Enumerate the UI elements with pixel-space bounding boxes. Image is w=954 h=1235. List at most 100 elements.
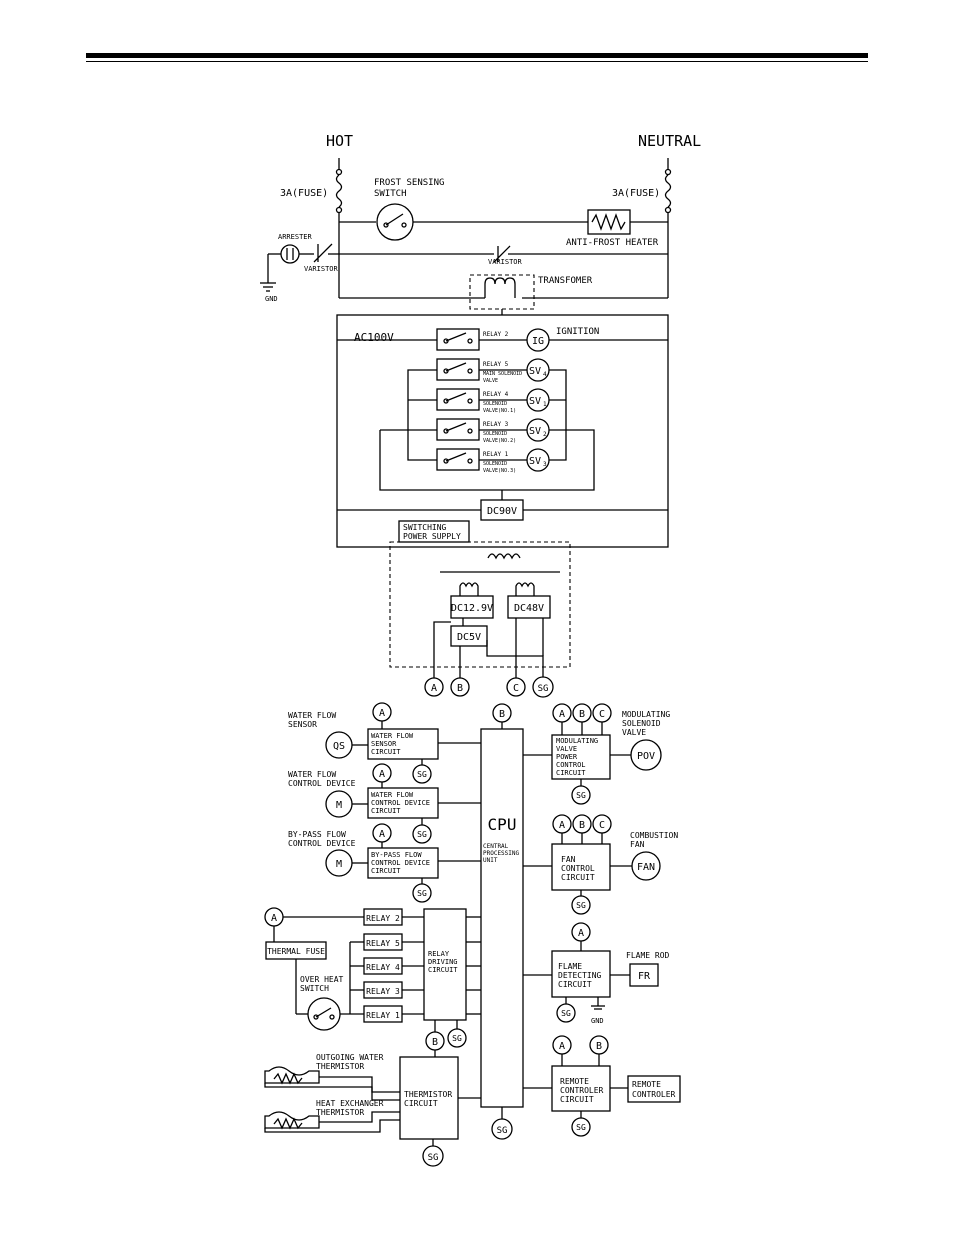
- varistor-left-icon: [313, 243, 333, 263]
- wfs-label-1: WATER FLOW: [288, 711, 336, 720]
- terminal-a-label: A: [431, 683, 437, 694]
- sv4-label-2: VALVE: [483, 378, 498, 384]
- sv4-icon: [526, 358, 550, 382]
- relay-2-label: RELAY 2: [483, 331, 509, 338]
- flame-box-1: FLAME: [558, 962, 582, 971]
- fuse-left-icon: [335, 174, 343, 208]
- sv2-text: SV: [529, 426, 541, 437]
- mod-box-2: VALVE: [556, 745, 577, 753]
- frost-switch-label-1: FROST SENSING: [374, 178, 444, 188]
- remote-a-label: A: [559, 1041, 565, 1052]
- hx-therm-label-1: HEAT EXCHANGER: [316, 1099, 384, 1108]
- wfs-label-2: SENSOR: [288, 720, 317, 729]
- mod-box-1: MODULATING: [556, 737, 598, 745]
- pov-icon: [630, 739, 662, 771]
- qs-label: QS: [333, 741, 345, 752]
- wfc-label-2: CONTROL DEVICE: [288, 779, 356, 788]
- flame-rod-label: FLAME ROD: [626, 951, 670, 960]
- cpu-block: [480, 728, 524, 1108]
- fuse-left-label: 3A(FUSE): [280, 188, 328, 199]
- rdc-3: CIRCUIT: [428, 966, 458, 974]
- terminal-a: [424, 677, 444, 697]
- wfs-box-1: WATER FLOW: [371, 732, 414, 740]
- sv4-text: SV: [529, 366, 541, 377]
- frost-switch-label-2: SWITCH: [374, 189, 407, 199]
- relay-4-label: RELAY 4: [483, 391, 509, 398]
- over-heat-label-2: SWITCH: [300, 984, 329, 993]
- relay-2: [436, 328, 480, 351]
- switching-label-1: SWITCHING: [403, 523, 447, 532]
- header-rule-thin: [86, 61, 868, 62]
- relay-5: [436, 358, 480, 381]
- fr-label: FR: [638, 971, 651, 982]
- ig-label: IG: [532, 336, 544, 347]
- mod-box-5: CIRCUIT: [556, 769, 586, 777]
- fan-c-label: C: [599, 820, 605, 831]
- gnd-label: GND: [265, 295, 278, 303]
- ac100v-label: AC100V: [354, 331, 394, 344]
- wfc-label-1: WATER FLOW: [288, 770, 336, 779]
- pov-label: POV: [637, 751, 655, 762]
- bypass-flow-control-circuit: [367, 847, 439, 879]
- left-relay-5-label: RELAY 5: [366, 939, 400, 948]
- remote-box-2: CONTROLER: [560, 1086, 604, 1095]
- wfc-box-1: WATER FLOW: [371, 791, 414, 799]
- over-heat-label-1: OVER HEAT: [300, 975, 344, 984]
- fan-box-3: CIRCUIT: [561, 873, 595, 882]
- left-relay-4-label: RELAY 4: [366, 963, 400, 972]
- sv2-label-1: SOLENOID: [483, 431, 507, 437]
- mod-box-3: POWER: [556, 753, 578, 761]
- mod-label-2: SOLENOID: [622, 719, 661, 728]
- flame-gnd-label: GND: [591, 1017, 604, 1025]
- cpu-sg-label: SG: [497, 1126, 508, 1136]
- sv1-label-2: VALVE(NO.1): [483, 408, 516, 414]
- relay-a-label: A: [271, 913, 277, 924]
- frost-sensing-switch-icon: [376, 203, 414, 241]
- mod-box-4: CONTROL: [556, 761, 586, 769]
- mod-label-1: MODULATING: [622, 710, 670, 719]
- wfs-a-label: A: [379, 708, 385, 719]
- sv1-sub: 1: [543, 401, 547, 408]
- relay-4: [436, 388, 480, 411]
- remote-box-1: REMOTE: [560, 1077, 589, 1086]
- wfs-sg-label: SG: [417, 770, 427, 779]
- terminal-b: [450, 677, 470, 697]
- bp-label-1: BY-PASS FLOW: [288, 830, 346, 839]
- thermistor-circuit: [399, 1056, 459, 1140]
- dc12-9v-box: [450, 595, 494, 619]
- ignition-label: IGNITION: [556, 327, 599, 337]
- mod-a-label: A: [559, 709, 565, 720]
- flame-detecting-circuit: [551, 950, 611, 998]
- relay-5-label: RELAY 5: [483, 361, 509, 368]
- relay-b-label: B: [432, 1037, 438, 1048]
- arrester-label: ARRESTER: [278, 233, 313, 241]
- mod-b-label: B: [579, 709, 585, 720]
- bp-box-3: CIRCUIT: [371, 867, 401, 875]
- over-heat-switch-icon: [307, 997, 341, 1031]
- sv1-label-1: SOLENOID: [483, 401, 507, 407]
- sv2-label-2: VALVE(NO.2): [483, 438, 516, 444]
- bp-box-2: CONTROL DEVICE: [371, 859, 430, 867]
- wfc-box-2: CONTROL DEVICE: [371, 799, 430, 807]
- relay-1-label: RELAY 1: [483, 451, 509, 458]
- relay-sg-label: SG: [452, 1034, 462, 1043]
- mod-c-label: C: [599, 709, 605, 720]
- rdc-2: DRIVING: [428, 958, 458, 966]
- sv1-icon: [526, 388, 550, 412]
- relay-driving-circuit: [423, 908, 467, 1021]
- sv2-sub: 2: [543, 431, 547, 438]
- dc48v-box: [507, 595, 551, 619]
- switching-power-supply-box: [389, 541, 571, 668]
- fan-box-1: FAN: [561, 855, 576, 864]
- right-blocks: A B C MODULATING SOLENOID VALVE MODULATI…: [523, 703, 681, 1137]
- fan-box-2: CONTROL: [561, 864, 595, 873]
- dc90v-box: [480, 499, 524, 521]
- heat-exchanger-thermistor-icon: [264, 1111, 320, 1129]
- relay-3-label: RELAY 3: [483, 421, 509, 428]
- relay-3: [436, 418, 480, 441]
- flame-rod-box: [629, 963, 659, 987]
- thermal-fuse-label: THERMAL FUSE: [267, 947, 325, 956]
- sv3-text: SV: [529, 456, 541, 467]
- wfc-a-label: A: [379, 769, 385, 780]
